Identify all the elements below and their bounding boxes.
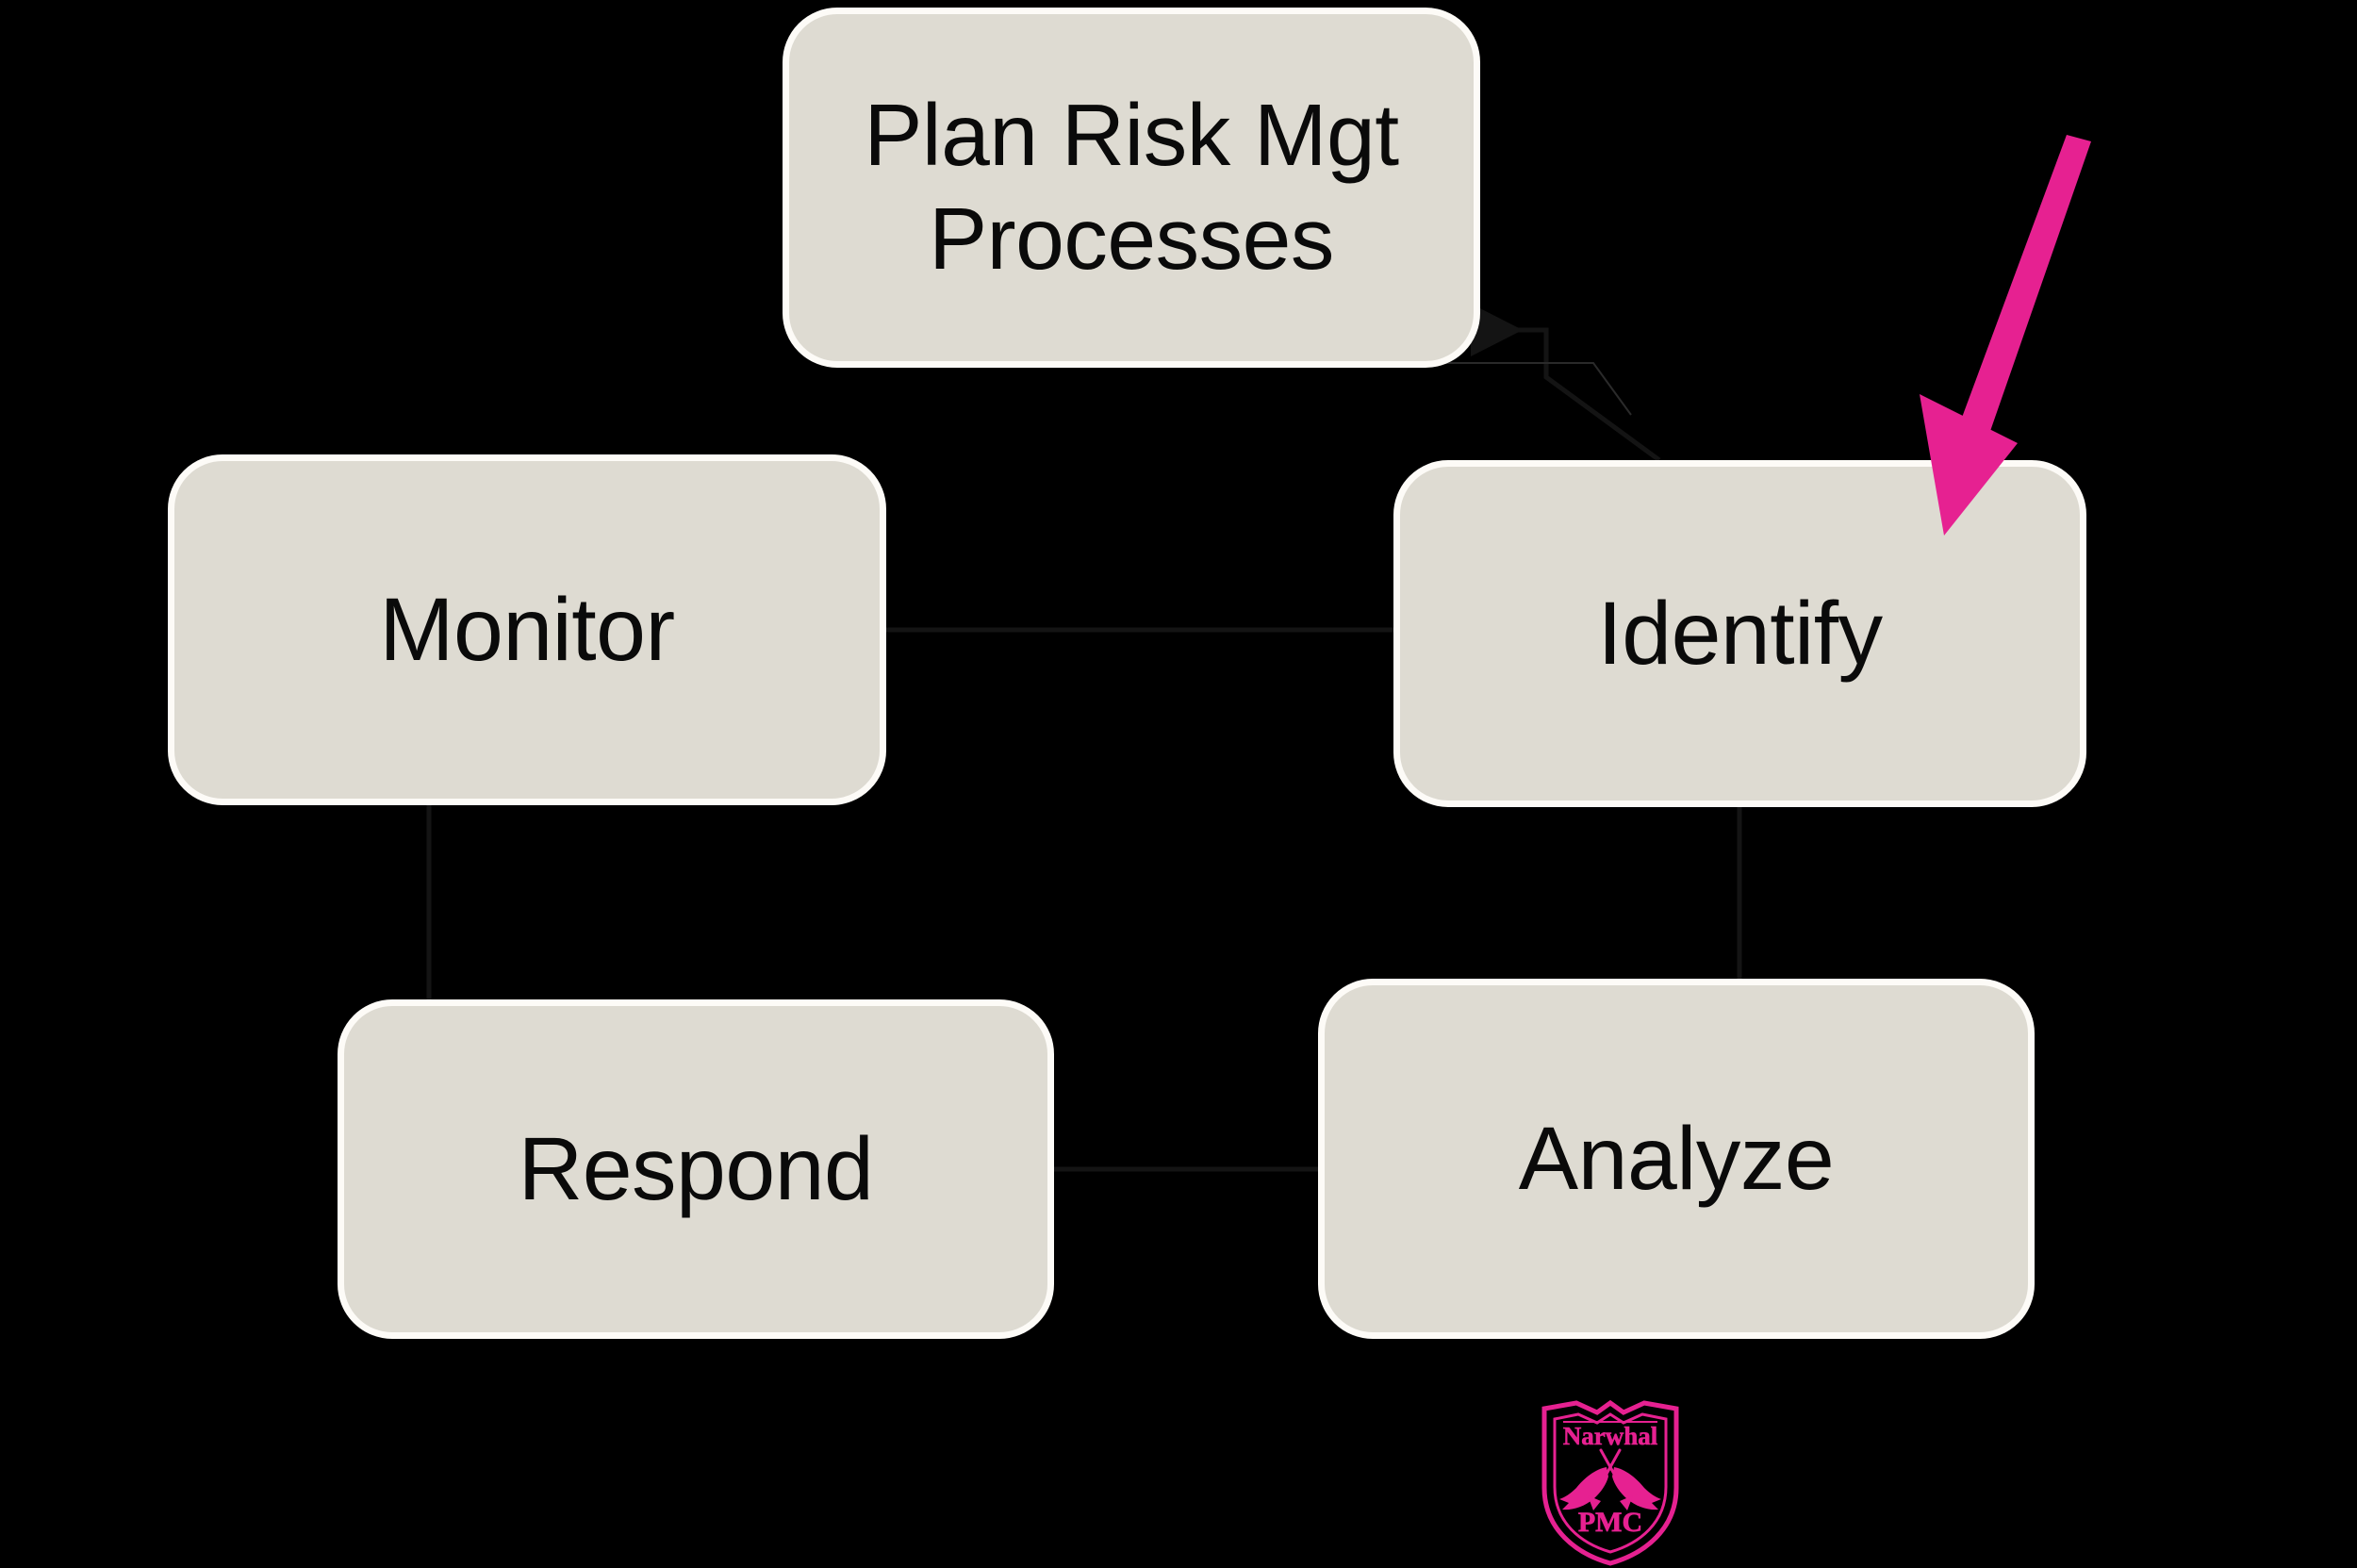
node-respond[interactable]: Respond <box>338 999 1054 1339</box>
node-plan-risk-mgt-processes[interactable]: Plan Risk Mgt Processes <box>783 8 1480 368</box>
logo-top-text: Narwhal <box>1563 1422 1658 1450</box>
narwhal-left-icon <box>1559 1467 1608 1510</box>
node-respond-label: Respond <box>518 1118 874 1219</box>
narwhal-right-fin <box>1620 1495 1633 1510</box>
node-plan-label: Plan Risk Mgt Processes <box>864 86 1399 288</box>
narwhal-right-icon <box>1612 1467 1661 1510</box>
logo-bottom-text: PMC <box>1578 1507 1642 1538</box>
shield-outline-inner <box>1553 1412 1668 1554</box>
narwhal-pmc-shield-logo: Narwhal PMC <box>1541 1399 1679 1566</box>
node-analyze-label: Analyze <box>1518 1108 1835 1209</box>
node-identify[interactable]: Identify <box>1393 460 2086 807</box>
connector-plan-to-identify <box>1480 327 1661 463</box>
connector-hairline-plan <box>1358 362 1632 416</box>
narwhal-left-fin <box>1588 1495 1601 1510</box>
node-analyze[interactable]: Analyze <box>1318 979 2035 1339</box>
node-monitor[interactable]: Monitor <box>168 454 886 805</box>
node-identify-label: Identify <box>1597 583 1883 684</box>
node-monitor-label: Monitor <box>379 579 675 680</box>
shield-outline-outer <box>1541 1399 1679 1566</box>
